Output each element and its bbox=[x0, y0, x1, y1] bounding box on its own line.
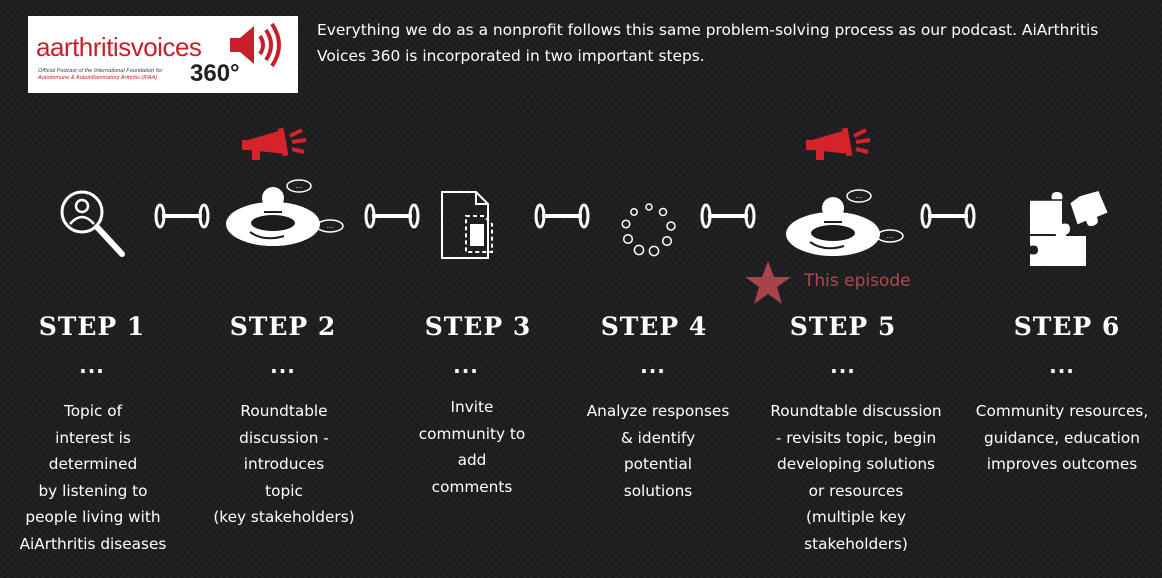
step-4-title: STEP 4 bbox=[600, 312, 708, 341]
megaphone-icon bbox=[242, 127, 307, 160]
step-5-desc-line: - revisits topic, begin bbox=[775, 428, 937, 447]
step-4-dots: ... bbox=[640, 354, 666, 378]
step-4-desc-line: Analyze responses bbox=[586, 402, 730, 420]
step-6-desc-line: Community resources, bbox=[975, 402, 1149, 420]
step-4-description: Analyze responses & identify potential s… bbox=[558, 398, 758, 504]
step-6-desc-line: improves outcomes bbox=[986, 455, 1138, 474]
step-3-dots: ... bbox=[453, 354, 479, 378]
magnifier-person-icon bbox=[60, 190, 125, 257]
documents-icon bbox=[441, 191, 493, 259]
logo-brand-prefix: aarthritis bbox=[36, 32, 131, 62]
roundtable-icon: ... ... bbox=[226, 179, 344, 246]
step-5-title: STEP 5 bbox=[789, 312, 897, 341]
step-2-desc-line: (key stakeholders) bbox=[213, 508, 355, 527]
step-2-dots: ... bbox=[270, 354, 296, 378]
logo-brand-suffix: voices bbox=[130, 32, 202, 62]
logo-360-badge: 360° bbox=[190, 60, 240, 87]
step-1-desc-line: by listening to bbox=[38, 481, 148, 500]
step-3-desc-line: comments bbox=[431, 477, 513, 496]
step-5-desc-line: stakeholders) bbox=[804, 534, 908, 553]
step-3-desc-line: community to bbox=[418, 424, 526, 443]
step-2-description: Roundtable discussion - introduces topic… bbox=[184, 398, 384, 531]
step-3-desc-line: add bbox=[457, 451, 487, 470]
step-1-desc-line: Topic of bbox=[63, 402, 123, 420]
connector-icon bbox=[154, 203, 210, 229]
step-6-desc-line: guidance, education bbox=[984, 428, 1140, 447]
step-2-desc-line: Roundtable bbox=[240, 402, 328, 420]
step-6-title: STEP 6 bbox=[1013, 312, 1121, 341]
logo-tagline: Official Podcast of the International Fo… bbox=[38, 68, 188, 82]
step-6-dots: ... bbox=[1049, 354, 1075, 378]
step-1-title: STEP 1 bbox=[38, 312, 146, 341]
step-2-desc-line: topic bbox=[265, 481, 303, 500]
step-6-description: Community resources, guidance, education… bbox=[962, 398, 1162, 478]
step-1-desc-line: determined bbox=[48, 455, 138, 474]
puzzle-icon bbox=[1030, 191, 1108, 266]
step-3-description: Invite community to add comments bbox=[372, 394, 572, 500]
step-1-description: Topic of interest is determined by liste… bbox=[0, 398, 193, 558]
connector-icon bbox=[700, 203, 756, 229]
speaker-icon bbox=[230, 22, 281, 68]
step-1-desc-line: interest is bbox=[55, 428, 131, 447]
step-5-desc-line: or resources bbox=[808, 481, 904, 500]
step-5-dots: ... bbox=[830, 354, 856, 378]
step-5-desc-line: Roundtable discussion bbox=[770, 402, 942, 420]
svg-text:...: ... bbox=[327, 222, 334, 230]
svg-text:...: ... bbox=[296, 182, 303, 190]
step-2-desc-line: discussion - bbox=[239, 428, 329, 447]
step-3-desc-line: Invite bbox=[450, 398, 494, 416]
step-4-desc-line: & identify bbox=[620, 428, 696, 447]
logo-wordmark: aarthritisvoices bbox=[36, 32, 202, 62]
step-2-title: STEP 2 bbox=[229, 312, 337, 341]
loading-dots-icon bbox=[621, 203, 676, 257]
step-1-desc-line: AiArthritis diseases bbox=[19, 534, 167, 553]
step-3-title: STEP 3 bbox=[424, 312, 532, 341]
step-4-desc-line: potential bbox=[623, 455, 693, 474]
step-4-desc-line: solutions bbox=[623, 481, 693, 500]
svg-text:...: ... bbox=[887, 232, 894, 240]
megaphone-icon bbox=[806, 127, 871, 160]
step-5-description: Roundtable discussion - revisits topic, … bbox=[747, 398, 965, 558]
this-episode-label: This episode bbox=[804, 271, 911, 291]
podcast-logo: aarthritisvoices Official Podcast of the… bbox=[28, 16, 298, 93]
roundtable-icon: ... ... bbox=[786, 189, 904, 256]
step-2-desc-line: introduces bbox=[243, 455, 325, 474]
connector-icon bbox=[364, 203, 420, 229]
logo-tagline-line2: Autoimmune & Autoinflammatory Arthritis … bbox=[38, 74, 158, 81]
connector-icon bbox=[920, 203, 976, 229]
step-1-desc-line: people living with bbox=[25, 508, 161, 527]
logo-tagline-line1: Official Podcast of the International Fo… bbox=[38, 68, 163, 74]
svg-text:...: ... bbox=[856, 192, 863, 200]
step-1-dots: ... bbox=[79, 354, 105, 378]
step-5-desc-line: (multiple key bbox=[805, 508, 907, 527]
star-icon bbox=[745, 261, 791, 304]
step-5-desc-line: developing solutions bbox=[777, 455, 935, 474]
intro-text: Everything we do as a nonprofit follows … bbox=[317, 21, 1099, 65]
connector-icon bbox=[534, 203, 590, 229]
